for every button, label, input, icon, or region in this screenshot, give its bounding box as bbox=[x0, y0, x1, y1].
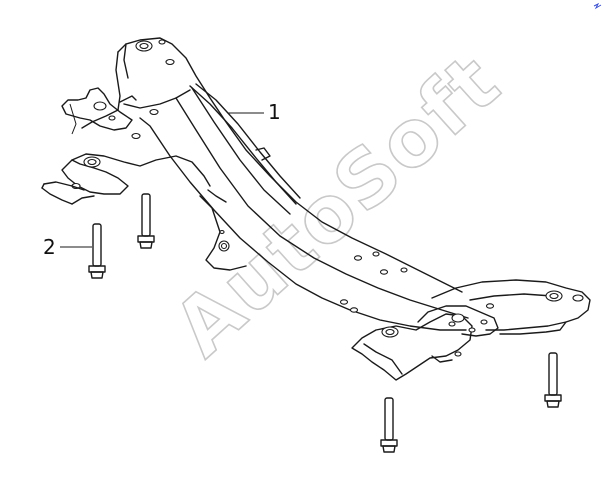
callout-label-1: 1 bbox=[268, 100, 281, 124]
callout-label-2: 2 bbox=[43, 235, 56, 259]
bolt-left-outer bbox=[88, 223, 106, 279]
subframe-part-1 bbox=[41, 37, 591, 381]
bolt-right-rear bbox=[544, 352, 562, 408]
bolt-right-lower bbox=[380, 397, 398, 453]
corner-mark bbox=[593, 2, 602, 10]
watermark-text: AutoSoft bbox=[157, 37, 517, 374]
watermark: AutoSoft bbox=[157, 36, 519, 375]
bolt-left-inner bbox=[137, 193, 155, 249]
